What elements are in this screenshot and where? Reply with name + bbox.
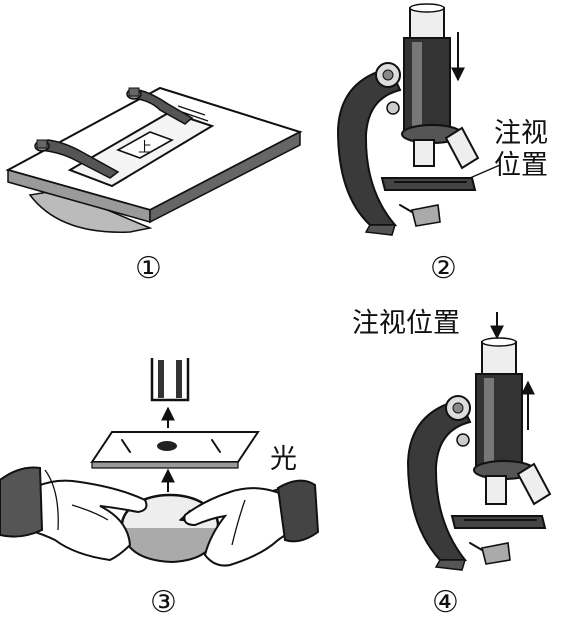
microscope-arm [336,66,402,226]
panel-4-raising-tube: 注视位置 ④ [352,308,552,620]
body-tube [403,37,451,131]
objective-lens-low [413,139,435,167]
eyepiece-4 [481,341,517,375]
stage-platform-4 [450,515,547,529]
panel-3-number: ③ [150,585,177,620]
stage-platform [380,177,477,191]
clip-screw-right-post [128,87,140,97]
gaze-pointer-line [469,164,501,179]
reflector-mirror [411,204,441,227]
microscope-arm-4 [406,398,472,561]
left-cuff [0,466,44,538]
fine-adjustment-knob [386,101,400,115]
panel-2-caption-line2: 位置 [494,150,548,181]
specimen-letter: 上 [138,140,152,156]
stage-plate-side [149,130,301,224]
light-label: 光 [270,444,297,475]
panel-3-light-reflection: 光 ③ [0,358,320,620]
panel-2-lowering-tube: 注视 位置 ② [336,3,548,286]
panel-2-number: ② [430,251,457,286]
panel-4-caption: 注视位置 [352,308,460,339]
objective-lens-high-4 [516,462,552,506]
fine-adjustment-knob-4 [456,433,470,447]
panel-2-caption-line1: 注视 [494,118,548,149]
stage-clip-right [130,89,194,125]
panel-1-stage-with-slide: 上 ① [5,86,303,286]
left-hand [9,479,148,562]
stage-under-disc [28,189,153,233]
reflector-mirror-4 [481,542,511,565]
cover-slip [116,131,174,159]
stage-hole-dark [157,441,177,451]
panel-1-number: ① [135,251,162,286]
body-tube-4 [475,373,523,467]
right-cuff [276,479,320,543]
right-hand [183,487,302,567]
panel-4-number: ④ [432,585,459,620]
eyepiece-tube-top [150,358,190,402]
objective-lens-high [444,126,480,170]
stage-clip-left [38,139,120,179]
objective-lens-low-4 [485,475,507,505]
clip-screw-left-post [36,139,48,149]
eyepiece [409,7,445,39]
